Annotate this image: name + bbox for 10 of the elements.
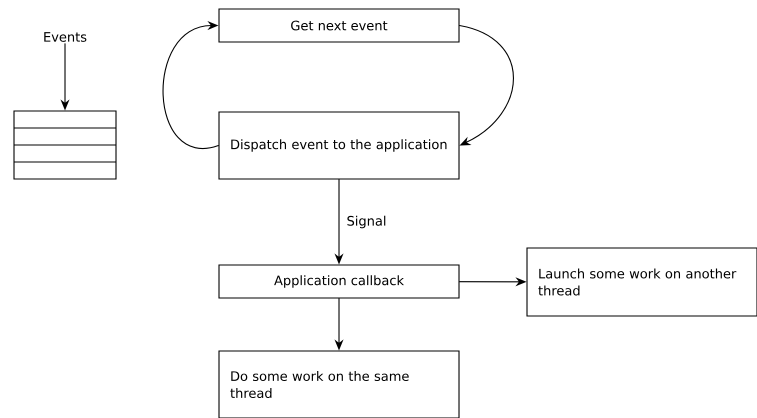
- process-box: Do some work on the same thread: [218, 350, 460, 418]
- process-box: Dispatch event to the application: [218, 111, 460, 180]
- process-box: Get next event: [218, 8, 460, 43]
- arrow: [459, 24, 514, 146]
- queue-drawing: [13, 110, 117, 180]
- edge-label: Signal: [347, 216, 386, 228]
- arrow: [162, 20, 219, 149]
- process-box: Application callback: [218, 264, 460, 299]
- label-text: Events: [44, 32, 86, 42]
- process-box: Launch some work on another thread: [526, 247, 757, 317]
